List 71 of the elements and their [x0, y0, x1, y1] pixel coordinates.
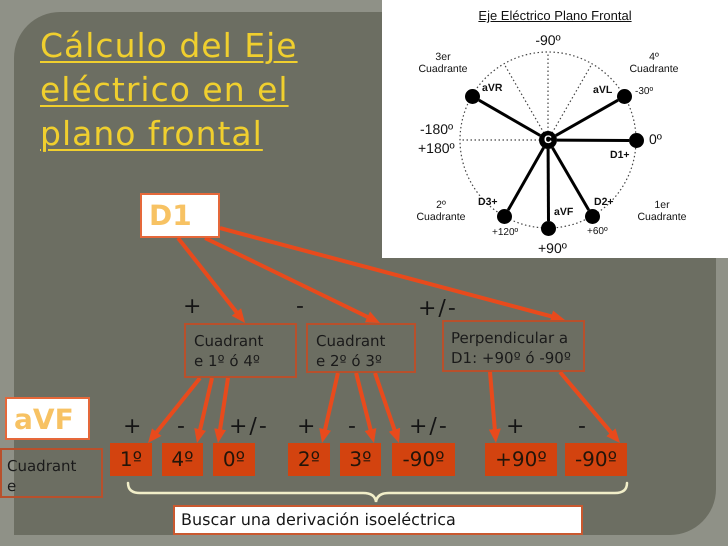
quadrant-label: 2º Cuadrante: [416, 199, 466, 223]
result-box: +90º: [485, 443, 557, 476]
arrow: [204, 236, 380, 323]
lead-label-box: D1: [140, 193, 220, 238]
arrow: [148, 376, 202, 444]
edge-label: +/-: [409, 414, 449, 440]
result-box: 0º: [213, 443, 255, 476]
lead-dot: [629, 133, 644, 148]
arrow: [194, 378, 214, 443]
lead-label: D1+: [610, 149, 630, 161]
lead-axis-line: [555, 98, 619, 137]
quadrant-label: 1er Cuadrante: [637, 199, 687, 223]
result-box: 3º: [340, 443, 381, 476]
center-point: C: [539, 131, 557, 149]
lead-dot: [585, 209, 600, 224]
slide-title: Cálculo del Eje eléctrico en el plano frontal: [40, 25, 299, 155]
edge-label: +: [506, 414, 526, 440]
arrow: [354, 372, 376, 444]
quadrant-label: 4º Cuadrante: [629, 51, 679, 75]
angle-label: -30º: [635, 86, 654, 98]
result-box: 2º: [288, 443, 330, 476]
result-box: -90º: [565, 443, 627, 476]
angle-label: +90º: [538, 240, 567, 256]
angle-label: -90º: [535, 32, 561, 48]
lead-axis-line: [506, 147, 545, 211]
lead-axis-line: [551, 147, 590, 211]
arrow: [214, 378, 230, 443]
note-box: Buscar una derivación isoeléctrica: [173, 505, 583, 535]
arrow: [319, 372, 340, 443]
lead-axis-line: [546, 148, 550, 222]
lead-label-box: aVF: [5, 397, 90, 440]
arrow: [558, 370, 620, 443]
inset-panel: [382, 0, 728, 258]
edge-label: -: [348, 414, 358, 440]
condition-box: Perpendicular a D1: +90º ó -90º: [442, 320, 585, 372]
angle-label: +180º: [418, 140, 455, 156]
result-box: 1º: [110, 443, 152, 476]
result-box: 4º: [162, 443, 203, 476]
lead-label: aVR: [482, 82, 502, 94]
edge-label: +/-: [418, 296, 458, 322]
arrow: [373, 372, 400, 443]
angle-label: 0º: [649, 131, 662, 147]
arrow: [219, 226, 565, 322]
lead-label: aVF: [554, 206, 574, 218]
lead-label: aVL: [593, 84, 612, 96]
edge-label: -: [177, 414, 187, 440]
quadrant-label: 3er Cuadrante: [418, 51, 468, 75]
arrow: [488, 372, 501, 443]
lead-label: D2+: [594, 196, 614, 208]
result-box: -90º: [392, 443, 455, 476]
lead-dot: [465, 89, 480, 104]
condition-box: Cuadrant e 1º ó 4º: [184, 323, 297, 378]
lead-dot: [541, 221, 556, 236]
lead-axis-line: [556, 138, 630, 142]
arrow: [176, 236, 246, 323]
angle-label: -180º: [420, 121, 454, 137]
panel-title: Eje Eléctrico Plano Frontal: [478, 8, 632, 23]
condition-box: Cuadrant e 2º ó 3º: [306, 323, 416, 373]
edge-label: +: [183, 294, 204, 320]
lead-axis-line: [478, 98, 541, 137]
lead-dot: [617, 89, 632, 104]
angle-label: +60º: [587, 226, 608, 238]
edge-label: +: [123, 414, 144, 440]
edge-label: +: [297, 414, 318, 440]
lead-dot: [497, 209, 512, 224]
edge-label: -: [578, 414, 588, 440]
edge-label: -: [296, 294, 306, 320]
lead-label: D3+: [478, 196, 498, 208]
row-header-box: Cuadrant e: [0, 448, 103, 498]
angle-label: +120º: [492, 227, 518, 239]
edge-label: +/-: [229, 414, 269, 440]
